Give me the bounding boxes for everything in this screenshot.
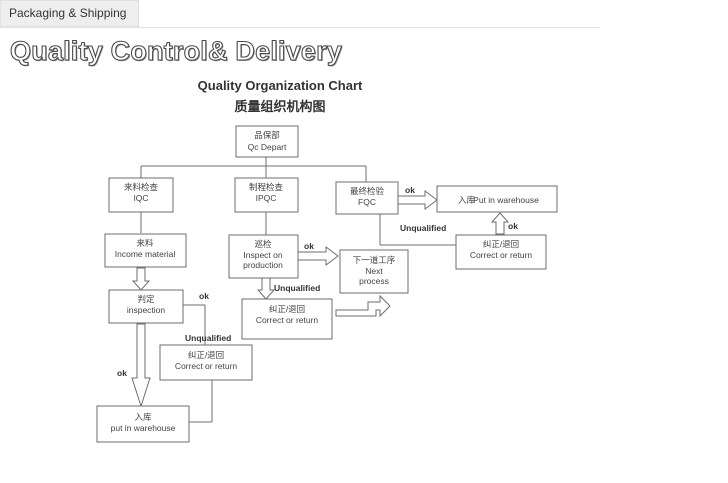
svg-text:Inspect on: Inspect on [243,250,282,260]
svg-text:FQC: FQC [358,197,376,207]
svg-text:判定: 判定 [137,294,155,304]
box-correct-return-ipqc: 纠正/退回 Correct or return [241,298,333,340]
tab-divider [0,27,600,28]
svg-text:巡检: 巡检 [254,239,272,249]
svg-text:Next: Next [365,266,383,276]
box-correct-return-fqc: 纠正/退回 Correct or return [455,234,547,270]
svg-text:纠正/退回: 纠正/退回 [483,239,519,249]
label-unqualified-iqc: Unqualified [185,333,231,343]
box-put-in-warehouse-iqc: 入库 put in warehouse [96,405,190,443]
svg-text:process: process [359,276,389,286]
svg-text:入库: 入库 [458,195,476,205]
svg-text:production: production [243,260,283,270]
box-inspection: 判定 inspection [108,289,184,324]
svg-text:put in warehouse: put in warehouse [111,423,176,433]
svg-text:Income material: Income material [115,249,176,259]
box-next-process: 下一道工序 Next process [339,249,409,294]
svg-text:来料: 来料 [136,238,154,248]
box-put-in-warehouse-fqc: 入库 Put in warehouse [436,185,558,213]
label-ok-ipqc: ok [304,241,314,251]
box-qc-depart: 品保部 Qc Depart [235,125,299,158]
label-ok-correct-fqc: ok [508,221,518,231]
svg-text:纠正/退回: 纠正/退回 [188,350,224,360]
box-correct-return-iqc: 纠正/退回 Correct or return [159,344,253,381]
chart-title-cn: 质量组织机构图 [234,99,326,114]
box-inspect-on-production: 巡检 Inspect on production [228,234,299,279]
svg-text:制程检查: 制程检查 [249,182,284,192]
label-unqualified-fqc: Unqualified [400,223,446,233]
svg-text:品保部: 品保部 [254,130,280,140]
label-ok-inspection: ok [199,291,209,301]
svg-text:IPQC: IPQC [256,193,277,203]
label-ok-warehouse: ok [117,368,127,378]
svg-text:Correct or return: Correct or return [256,315,319,325]
svg-text:IQC: IQC [133,193,148,203]
flow-arrows [131,190,510,408]
box-ipqc: 制程检查 IPQC [234,177,299,213]
label-unqualified-ipqc: Unqualified [274,283,320,293]
svg-text:inspection: inspection [127,305,166,315]
svg-text:来料检查: 来料检查 [124,182,159,192]
svg-text:最终检验: 最终检验 [350,186,385,196]
svg-text:Correct or return: Correct or return [175,361,238,371]
svg-text:Correct or return: Correct or return [470,250,533,260]
chart-title-en: Quality Organization Chart [197,78,363,93]
box-income-material: 来料 Income material [104,233,187,268]
box-fqc: 最终检验 FQC [335,181,399,215]
section-heading: Quality Control& Delivery [9,35,343,66]
label-ok-fqc: ok [405,185,415,195]
svg-text:Qc Depart: Qc Depart [248,142,287,152]
box-iqc: 来料检查 IQC [108,177,174,213]
svg-text:入库: 入库 [134,412,152,422]
tab-packaging-shipping[interactable]: Packaging & Shipping [0,0,139,27]
svg-text:下一道工序: 下一道工序 [353,255,396,265]
svg-text:Put in warehouse: Put in warehouse [473,195,539,205]
svg-text:纠正/退回: 纠正/退回 [269,304,305,314]
